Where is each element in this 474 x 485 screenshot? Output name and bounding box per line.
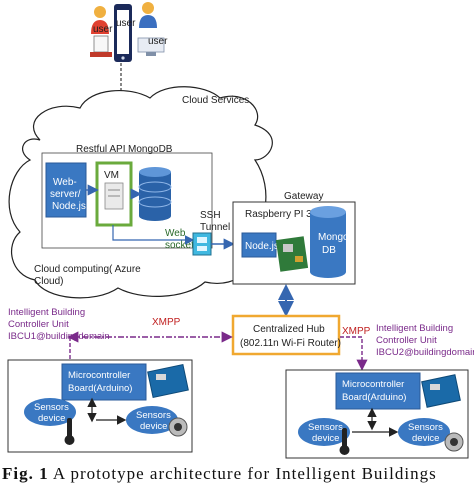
ibcu2-subtitle: Controller Unit	[376, 335, 437, 346]
xmpp-right-link	[340, 336, 368, 371]
database-icon	[138, 167, 172, 221]
gateway-nodejs-box	[241, 232, 277, 258]
thermometer-icon-2	[339, 428, 350, 455]
gateway-mongo-label: Mongo	[318, 232, 349, 243]
ibcu2-domain: IBCU2@buildingdomain	[376, 347, 474, 358]
hub-label: Centralized Hub	[253, 324, 325, 335]
ibcu1-sensor-right	[126, 406, 178, 434]
hub-subtitle: (802.11n Wi-Fi Router)	[240, 338, 341, 349]
arduino-board-icon-2	[421, 374, 461, 408]
webserver-box	[45, 162, 87, 218]
camera-dome-icon-1	[168, 417, 188, 437]
ibcu2-title: Intelligent Building	[376, 323, 453, 334]
websocket-arrow	[112, 225, 195, 245]
figure-number: Fig. 1	[2, 464, 49, 483]
ibcu2-sensor-left-2: device	[312, 433, 339, 444]
webserver-line2: server/	[50, 189, 81, 200]
ibcu1-sensor-left-2: device	[38, 413, 65, 424]
ibcu2-sensor-right	[398, 418, 450, 446]
web-label: Web	[165, 228, 186, 239]
raspberry-label: Raspberry PI 3	[245, 209, 312, 220]
cloud-computing-label: Cloud computing( Azure	[34, 264, 141, 275]
vm-label: VM	[104, 170, 119, 181]
ibcu2-board-line2: Board(Arduino)	[342, 392, 406, 403]
ibcu1-domain: IBCU1@buildingdomain	[8, 331, 110, 342]
centralized-hub-box	[231, 314, 341, 356]
ibcu2-sensor-right-1: Sensors	[408, 422, 443, 433]
smartphone-icon	[114, 4, 132, 62]
ibcu1-title: Intelligent Building	[8, 307, 85, 318]
ibcu1-sensor-left	[24, 398, 76, 426]
ibcu1-sensor-right-2: device	[140, 421, 167, 432]
ssh-label: SSH	[200, 210, 221, 221]
xmpp-left-label: XMPP	[152, 317, 181, 328]
xmpp-right-label: XMPP	[342, 326, 371, 337]
ibcu2-sensor-right-2: device	[412, 433, 439, 444]
ibcu1-board-line2: Board(Arduino)	[68, 383, 132, 394]
user-label-1: user	[93, 24, 113, 35]
camera-dome-icon-2	[444, 432, 464, 452]
tunnel-label: Tunnel	[200, 222, 230, 233]
person-desktop-icon	[137, 2, 165, 56]
gateway-db-label: DB	[322, 245, 336, 256]
ibcu1-sensor-right-1: Sensors	[136, 410, 171, 421]
figure-caption-text: A prototype architecture for Intelligent…	[52, 464, 437, 483]
arduino-board-icon-1	[147, 363, 189, 399]
person-laptop-icon	[90, 6, 112, 57]
raspberry-pi-board-icon	[275, 236, 309, 272]
user-label-2: user	[116, 18, 136, 29]
figure-caption: Fig. 1 A prototype architecture for Inte…	[2, 464, 472, 485]
ibcu2-sensor-left	[298, 418, 350, 446]
ibcu2-sensor-left-1: Sensors	[308, 422, 343, 433]
ibcu2-board-box	[335, 372, 421, 410]
restful-api-label: Restful API	[76, 144, 125, 155]
mongodb-label: MongoDB	[128, 144, 173, 155]
cloud-services-label: Cloud Services	[182, 95, 249, 106]
gateway-mongodb-icon	[310, 206, 346, 278]
gateway-label: Gateway	[284, 191, 323, 202]
cloud-computing-label-2: Cloud)	[34, 276, 63, 287]
ssh-tunnel-icon	[192, 232, 212, 256]
ibcu1-sensor-left-1: Sensors	[34, 402, 69, 413]
ibcu1-board-box	[61, 363, 147, 401]
webserver-line1: Web-	[53, 177, 77, 188]
ibcu1-board-line1: Microcontroller	[68, 370, 130, 381]
thermometer-icon-1	[64, 418, 75, 445]
user-label-3: user	[148, 36, 168, 47]
gateway-nodejs-label: Node.js	[245, 241, 279, 252]
webserver-line3: Node.js	[52, 201, 86, 212]
sockets-label: sockets	[165, 240, 199, 251]
ibcu1-subtitle: Controller Unit	[8, 319, 69, 330]
ibcu2-board-line1: Microcontroller	[342, 379, 404, 390]
user-group: user user user	[90, 2, 168, 62]
